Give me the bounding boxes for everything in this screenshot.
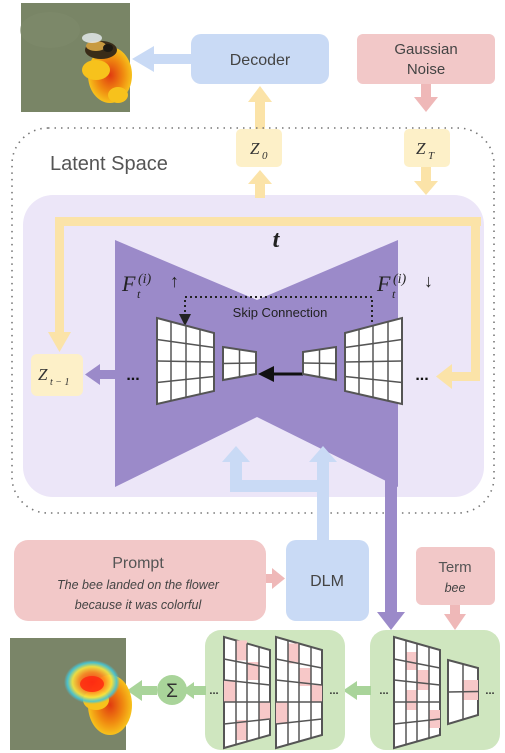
term-box: Term bee [416, 547, 495, 605]
stack-ellipsis-right: ... [485, 685, 494, 697]
svg-text:0: 0 [262, 150, 268, 162]
stack-ellipsis-left: ... [379, 685, 388, 697]
gaussian-noise-line2: Noise [407, 61, 445, 78]
bee-on-flower-image [20, 3, 132, 112]
gaussian-noise-line1: Gaussian [394, 41, 457, 58]
svg-text:Z: Z [250, 139, 260, 158]
gaussian-noise-box: Gaussian Noise [357, 34, 495, 84]
decoder-feature-grid-large [156, 316, 215, 406]
dlm-conditioning-arrows [222, 446, 337, 542]
term-to-stack-arrow [444, 605, 466, 630]
unet-ellipsis-right: ... [415, 367, 428, 384]
feature-label-left: F (i) t ↑ [121, 271, 179, 301]
svg-text:F: F [376, 271, 391, 296]
skip-connection: Skip Connection [179, 296, 373, 332]
agg-ellipsis-left: ... [209, 685, 218, 697]
term-value: bee [445, 581, 466, 595]
panel-to-z0-arrow [248, 170, 272, 198]
zT-into-panel-arrow [414, 167, 438, 195]
prompt-line1: The bee landed on the flower [57, 578, 220, 592]
encoder-feature-grid-large [344, 316, 403, 406]
svg-text:↓: ↓ [424, 271, 433, 291]
dlm-box: DLM [286, 540, 369, 621]
prompt-title: Prompt [112, 555, 164, 572]
sum-symbol: Σ [166, 681, 178, 702]
z0-to-decoder-arrow [248, 86, 272, 130]
timestep-label: t [273, 227, 281, 253]
svg-text:t: t [137, 287, 141, 301]
unet-ellipsis-left: ... [126, 367, 139, 384]
decoder-box: Decoder [191, 34, 329, 84]
term-title: Term [438, 559, 471, 576]
feature-extraction-arrow [377, 468, 405, 630]
svg-text:t − 1: t − 1 [50, 377, 70, 388]
attention-aggregation-panel: ... ... [205, 630, 345, 750]
aggregation-to-sum-arrow [182, 682, 206, 699]
prompt-box: Prompt The bee landed on the flower beca… [14, 540, 266, 621]
denoise-loop-arrow [48, 217, 481, 389]
noise-to-zT-arrow [414, 84, 438, 112]
bottleneck-arrow [258, 366, 303, 382]
latent-space-label: Latent Space [50, 153, 168, 175]
svg-text:T: T [428, 150, 435, 162]
zt-minus-1-box: Z t − 1 [31, 354, 83, 396]
agg-ellipsis-right: ... [329, 685, 338, 697]
z0-box: Z 0 [236, 129, 282, 167]
feature-label-right: F (i) t ↓ [376, 271, 433, 301]
svg-text:F: F [121, 271, 136, 296]
svg-text:(i): (i) [138, 272, 152, 287]
latent-space-boundary [11, 127, 495, 514]
svg-text:Z: Z [38, 365, 48, 384]
attention-extraction-panel: ... ... [370, 630, 500, 750]
decoder-feature-grid-small [222, 345, 257, 382]
attention-heatmap-image [10, 638, 132, 750]
svg-text:t: t [392, 287, 396, 301]
unet-to-zt1-arrow [85, 364, 117, 385]
prompt-line2: because it was colorful [75, 598, 203, 612]
prompt-to-dlm-arrow [266, 568, 285, 589]
svg-text:Z: Z [416, 139, 426, 158]
svg-text:↑: ↑ [170, 271, 179, 291]
zT-box: Z T [404, 129, 450, 167]
svg-text:(i): (i) [393, 272, 407, 287]
sum-node: Σ [157, 675, 187, 705]
decoder-to-image-arrow [132, 46, 192, 72]
dlm-label: DLM [310, 573, 344, 590]
decoder-label: Decoder [230, 52, 291, 69]
panel-link-arrow [343, 681, 371, 700]
sum-to-heatmap-arrow [127, 680, 157, 701]
skip-connection-label: Skip Connection [233, 305, 328, 320]
encoder-feature-grid-small [302, 345, 337, 382]
